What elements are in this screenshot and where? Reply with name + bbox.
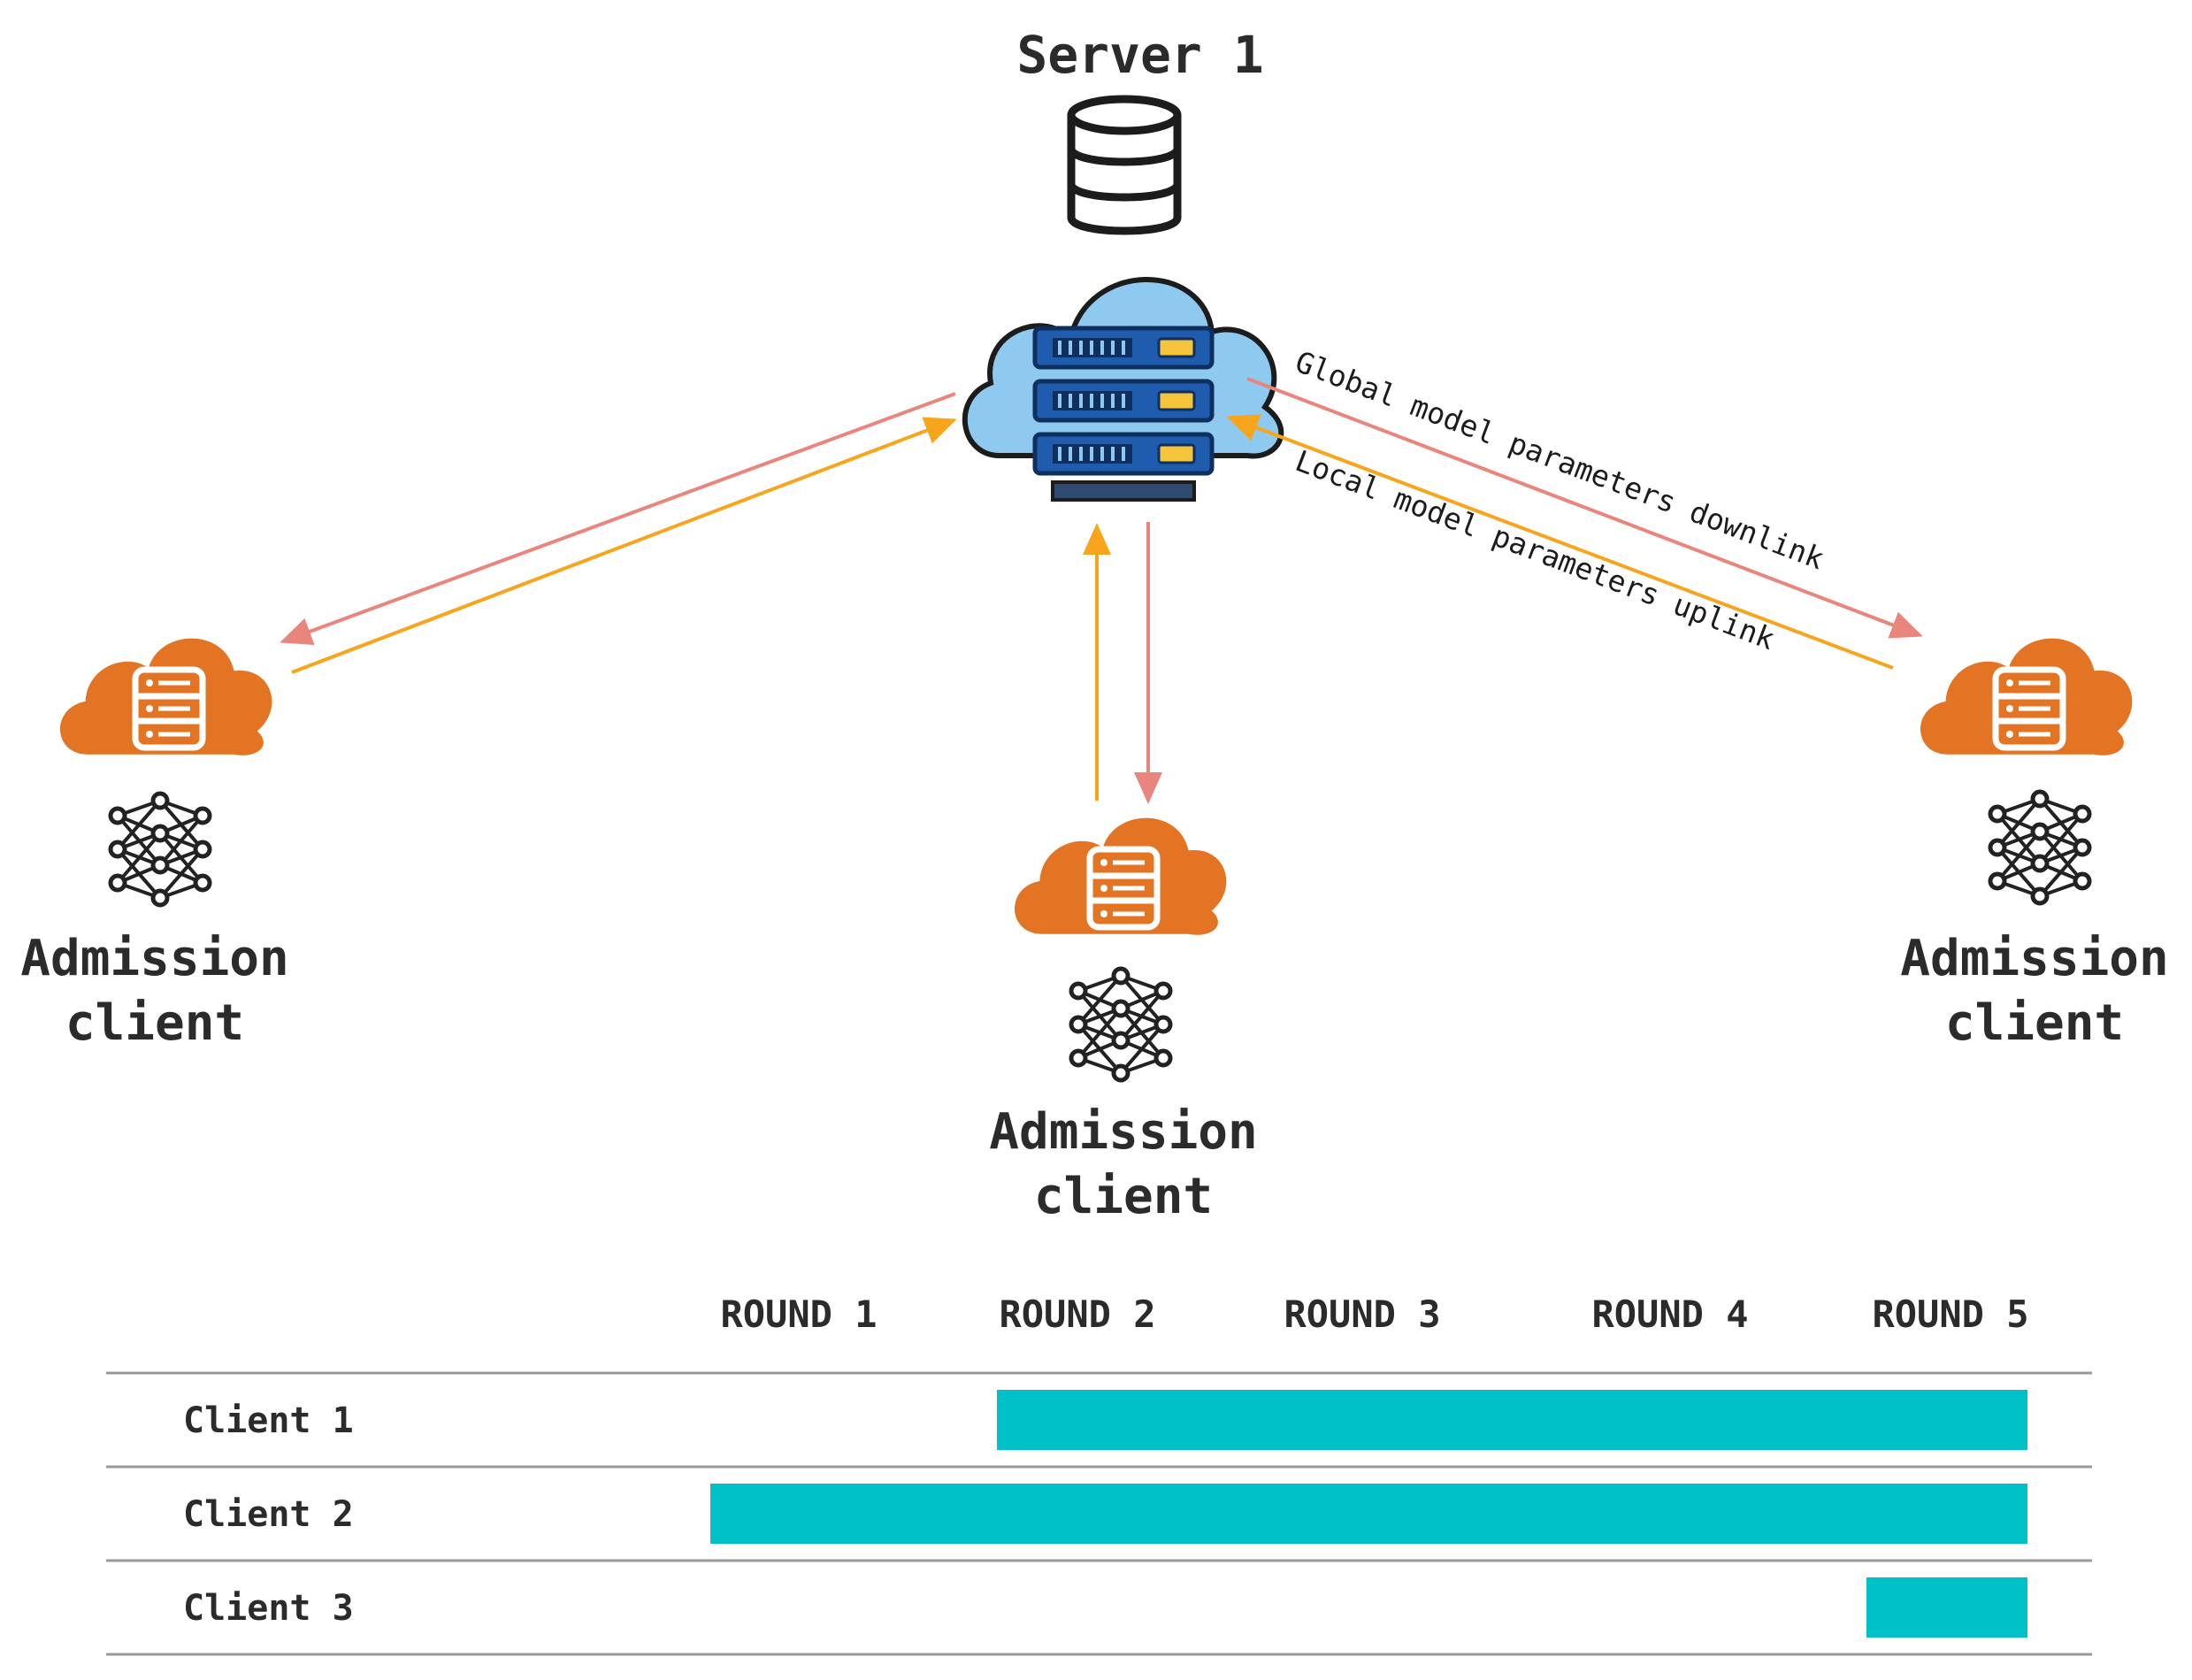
uplink-arrow-right [1226, 414, 1894, 670]
participation-bar [997, 1390, 2027, 1450]
uplink-label: Local model parameters uplink [1291, 443, 1780, 656]
downlink-arrow-right [1246, 377, 1923, 639]
participation-bar [710, 1484, 2027, 1544]
client-row-label: Client 1 [183, 1400, 354, 1441]
neural-network-icon [111, 794, 210, 905]
neural-network-icon [1071, 969, 1170, 1080]
round-header: ROUND 4 [1591, 1293, 1748, 1336]
cloud-server-icon [962, 277, 1284, 502]
client-cloud-icon [60, 639, 272, 756]
server-title: Server 1 [1016, 25, 1264, 85]
client-row-label: Client 3 [183, 1588, 354, 1629]
round-header: ROUND 2 [999, 1293, 1155, 1336]
round-schedule: ROUND 1 ROUND 2 ROUND 3 ROUND 4 ROUND 5 Clie… [106, 1293, 2092, 1656]
downlink-arrow-left [280, 392, 956, 645]
client-row-label: Client 2 [183, 1494, 354, 1535]
neural-network-icon [1990, 792, 2089, 903]
round-header: ROUND 1 [720, 1293, 877, 1336]
round-header: ROUND 3 [1284, 1293, 1440, 1336]
client-cloud-icon [1920, 639, 2132, 756]
client-cloud-icon [1015, 818, 1226, 935]
database-icon [1067, 95, 1182, 235]
link-arrows [280, 377, 1923, 804]
round-header: ROUND 5 [1872, 1293, 2028, 1336]
participation-bar [1866, 1577, 2027, 1638]
uplink-arrow-left [291, 417, 957, 674]
